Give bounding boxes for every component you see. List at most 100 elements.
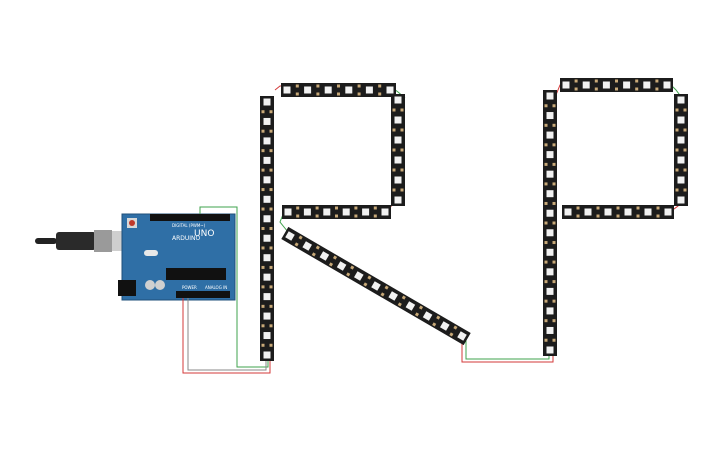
led-pixel bbox=[263, 98, 271, 106]
led-pixel bbox=[664, 208, 672, 216]
solder-pad bbox=[552, 201, 556, 205]
led-pixel bbox=[284, 208, 292, 216]
solder-pad bbox=[655, 79, 659, 83]
solder-pad bbox=[544, 201, 548, 205]
led-pixel bbox=[546, 92, 554, 100]
solder-pad bbox=[675, 148, 679, 152]
strip-p-middle bbox=[562, 205, 674, 219]
led-pixel bbox=[546, 326, 554, 334]
led-pixel bbox=[394, 176, 402, 184]
logo-text: ARDUINO bbox=[172, 235, 201, 242]
solder-pad bbox=[296, 214, 300, 218]
solder-pad bbox=[683, 168, 687, 172]
led-pixel bbox=[345, 86, 353, 94]
solder-pad bbox=[378, 84, 382, 88]
capacitor-1 bbox=[145, 280, 155, 290]
solder-pad bbox=[544, 241, 548, 245]
led-pixel bbox=[677, 116, 685, 124]
solder-pad bbox=[544, 338, 548, 342]
solder-pad bbox=[636, 214, 640, 218]
solder-pad bbox=[261, 324, 265, 328]
solder-pad bbox=[261, 265, 265, 269]
solder-pad bbox=[552, 162, 556, 166]
solder-pad bbox=[544, 123, 548, 127]
solder-pad bbox=[392, 168, 396, 172]
led-pixel bbox=[263, 312, 271, 320]
solder-pad bbox=[432, 322, 437, 327]
led-pixel bbox=[677, 136, 685, 144]
solder-pad bbox=[615, 79, 618, 83]
solder-pad bbox=[615, 87, 618, 91]
solder-pad bbox=[544, 260, 548, 264]
solder-pad bbox=[683, 188, 687, 192]
solder-pad bbox=[418, 305, 424, 310]
solder-pad bbox=[574, 79, 578, 83]
solder-pad bbox=[544, 299, 548, 303]
solder-pad bbox=[261, 227, 265, 230]
solder-pad bbox=[335, 214, 338, 218]
power-analog-header bbox=[176, 291, 230, 298]
solder-pad bbox=[337, 92, 340, 96]
solder-pad bbox=[269, 246, 273, 250]
solder-pad bbox=[269, 207, 273, 211]
usb-plug-body bbox=[56, 232, 96, 250]
led-pixel bbox=[457, 331, 467, 341]
usb-plug-metal bbox=[94, 230, 112, 252]
led-pixel bbox=[362, 208, 370, 216]
led-pixel bbox=[302, 241, 312, 251]
solder-pad bbox=[261, 285, 265, 289]
solder-pad bbox=[373, 214, 377, 218]
solder-pad bbox=[576, 206, 580, 210]
solder-pad bbox=[544, 104, 548, 108]
solder-pad bbox=[436, 315, 441, 320]
led-pixel bbox=[582, 81, 590, 89]
solder-pad bbox=[269, 285, 273, 289]
solder-pad bbox=[552, 143, 556, 147]
led-pixel bbox=[677, 156, 685, 164]
strip-p-right-vertical bbox=[674, 94, 688, 206]
led-pixel bbox=[342, 208, 350, 216]
led-pixel bbox=[263, 176, 271, 184]
solder-pad bbox=[316, 92, 320, 96]
usb-cable-wire bbox=[35, 238, 57, 244]
solder-pad bbox=[269, 188, 273, 192]
solder-pad bbox=[596, 214, 600, 218]
solder-pad bbox=[635, 87, 639, 91]
solder-pad bbox=[400, 128, 404, 132]
analog-label: ANALOG IN bbox=[205, 285, 227, 290]
solder-pad bbox=[552, 319, 556, 323]
solder-pad bbox=[675, 128, 679, 132]
solder-pad bbox=[655, 87, 659, 91]
solder-pad bbox=[683, 108, 687, 112]
solder-pad bbox=[269, 324, 273, 328]
solder-pad bbox=[328, 262, 334, 267]
led-pixel bbox=[546, 268, 554, 276]
led-pixel bbox=[546, 112, 554, 120]
led-pixel bbox=[546, 209, 554, 217]
solder-pad bbox=[636, 206, 640, 210]
chip bbox=[166, 268, 226, 280]
led-pixel bbox=[546, 287, 554, 295]
wire-data bbox=[199, 206, 269, 368]
led-pixel bbox=[546, 131, 554, 139]
solder-pad bbox=[683, 128, 687, 132]
solder-pad bbox=[635, 79, 639, 83]
led-pixel bbox=[263, 293, 271, 301]
strip-r-top bbox=[281, 83, 396, 97]
solder-pad bbox=[574, 87, 578, 91]
solder-pad bbox=[363, 282, 368, 287]
solder-pad bbox=[354, 214, 358, 218]
solder-pad bbox=[683, 148, 687, 152]
led-pixel bbox=[319, 251, 330, 261]
solder-pad bbox=[378, 92, 382, 96]
led-pixel bbox=[263, 332, 271, 340]
solder-pad bbox=[295, 92, 299, 96]
wire-power bbox=[182, 298, 271, 374]
solder-pad bbox=[414, 312, 420, 317]
led-pixel bbox=[263, 137, 271, 145]
led-pixel bbox=[283, 86, 291, 94]
led-pixel bbox=[405, 301, 416, 311]
solder-pad bbox=[552, 123, 556, 127]
wire-jump-5b bbox=[465, 340, 550, 360]
solder-pad bbox=[269, 110, 273, 114]
